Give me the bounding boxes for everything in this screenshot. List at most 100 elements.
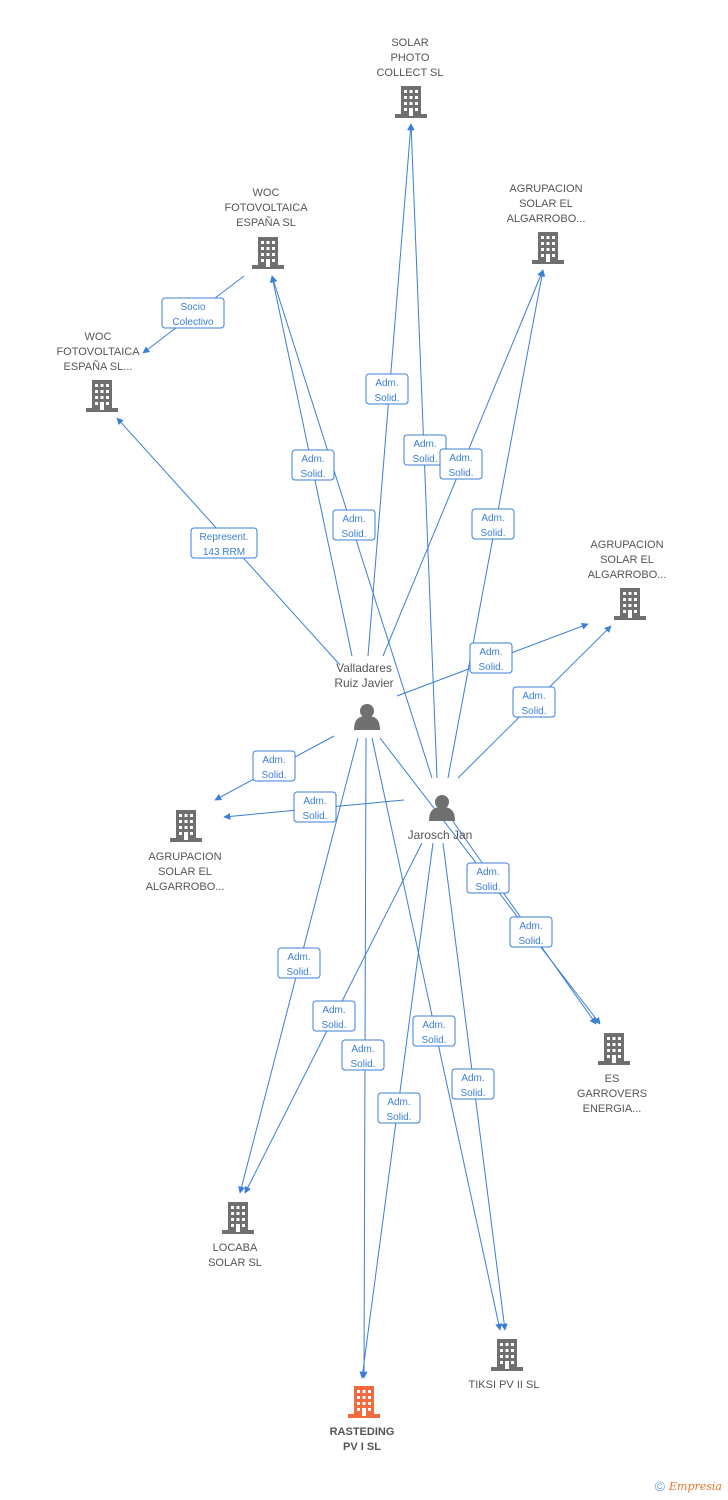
- edge-label-e11[interactable]: Adm.Solid.: [466, 862, 510, 894]
- edge-label-line: 143 RRM: [203, 547, 245, 558]
- person-node-jarosch[interactable]: [429, 795, 455, 821]
- company-node-agr1[interactable]: [532, 232, 564, 264]
- brand-logo[interactable]: Empresia: [669, 1479, 722, 1493]
- edge-label-e9[interactable]: Adm.Solid.: [252, 750, 296, 782]
- edge-label-line: Solid.: [286, 967, 311, 978]
- edge-label-line: Solid.: [448, 468, 473, 479]
- edge-label-e3[interactable]: Adm. Solid.: [439, 448, 483, 480]
- edge-label-line: Solid.: [374, 393, 399, 404]
- edge-label-e15[interactable]: Adm.Solid.: [341, 1039, 385, 1071]
- building-icon: [491, 1339, 523, 1371]
- edge-label-text: Adm.Solid.: [478, 647, 503, 673]
- edge-label-e18[interactable]: Adm.Solid.: [377, 1092, 421, 1124]
- company-node-rasteding[interactable]: [348, 1386, 380, 1418]
- building-icon: [614, 588, 646, 620]
- edge-label-line: Socio: [180, 302, 205, 313]
- building-icon: [348, 1386, 380, 1418]
- edge-label-e16[interactable]: Adm. Solid.: [412, 1015, 456, 1047]
- edge-label-line: Solid.: [521, 706, 546, 717]
- edge-label-text: Represent.143 RRM: [200, 532, 249, 558]
- edge-label-text: Adm.Solid.: [386, 1097, 411, 1123]
- edge-label-line: Solid.: [321, 1020, 346, 1031]
- edge-label-box: [439, 448, 483, 480]
- company-node-es-garrovers[interactable]: [598, 1033, 630, 1065]
- edge-label-line: Adm.: [449, 453, 472, 464]
- company-node-locaba[interactable]: [222, 1202, 254, 1234]
- edge-label-text: Adm.Solid.: [302, 796, 327, 822]
- building-icon: [532, 232, 564, 264]
- building-icon: [395, 86, 427, 118]
- edge-label-e1[interactable]: Adm. Solid.: [365, 373, 409, 405]
- edge-label-box: [161, 297, 225, 329]
- edge-label-text: Adm.Solid.: [321, 1005, 346, 1031]
- edge-label-line: Adm.: [519, 921, 542, 932]
- edge-label-line: Solid.: [475, 882, 500, 893]
- company-label: TIKSI PV II SL: [469, 1379, 540, 1391]
- company-node-agr2[interactable]: [614, 588, 646, 620]
- edge-label-box: [471, 508, 515, 540]
- edge-label-line: Solid.: [341, 529, 366, 540]
- company-node-solar-photo[interactable]: [395, 86, 427, 118]
- edge-label-e17[interactable]: Adm.Solid.: [451, 1068, 495, 1100]
- edge-label-text: Adm. Solid.: [421, 1020, 446, 1046]
- company-node-woc1[interactable]: [252, 237, 284, 269]
- edge-label-line: Adm.: [422, 1020, 445, 1031]
- edge-label-e5[interactable]: Adm. Solid.: [332, 509, 376, 541]
- edge-label-e14[interactable]: Adm.Solid.: [312, 1000, 356, 1032]
- edge-label-line: Solid.: [421, 1035, 446, 1046]
- edge-label-e8[interactable]: Adm. Solid.: [512, 686, 556, 718]
- edge-label-box: [277, 947, 321, 979]
- person-node-valladares[interactable]: [354, 704, 380, 730]
- edge-label-text: Adm.Solid.: [300, 454, 325, 480]
- edge-label-box: [512, 686, 556, 718]
- edge-label-e7[interactable]: Adm.Solid.: [469, 642, 513, 674]
- footer-credit: © Empresia: [655, 1478, 722, 1494]
- company-node-tiksi[interactable]: [491, 1339, 523, 1371]
- edge-label-line: Adm.: [461, 1073, 484, 1084]
- edge-label-e12[interactable]: Adm. Solid.: [509, 916, 553, 948]
- company-node-agr3[interactable]: [170, 810, 202, 842]
- edge-label-line: Solid.: [478, 662, 503, 673]
- edge-label-line: Adm.: [375, 378, 398, 389]
- edge-label-line: Adm.: [262, 755, 285, 766]
- edge-label-text: Adm.Solid.: [261, 755, 286, 781]
- edge-label-line: Adm.: [522, 691, 545, 702]
- edge-label-text: Adm. Solid.: [374, 378, 399, 404]
- edge-label-box: [469, 642, 513, 674]
- edge-label-line: Solid.: [518, 936, 543, 947]
- edge-label-box: [252, 750, 296, 782]
- edge-label-text: Adm. Solid.: [518, 921, 543, 947]
- edge-label-box: [312, 1000, 356, 1032]
- edge-label-line: Solid.: [302, 811, 327, 822]
- building-icon: [252, 237, 284, 269]
- edge-label-e4[interactable]: Adm.Solid.: [291, 449, 335, 481]
- edge-label-box: [293, 791, 337, 823]
- edge-label-e6[interactable]: Adm.Solid.: [471, 508, 515, 540]
- edge-label-e10[interactable]: Adm.Solid.: [293, 791, 337, 823]
- person-icon: [429, 795, 455, 821]
- edge-label-e_repr[interactable]: Represent.143 RRM: [190, 527, 258, 559]
- edge-label-e13[interactable]: Adm.Solid.: [277, 947, 321, 979]
- edge-label-line: Solid.: [386, 1112, 411, 1123]
- edge-label-text: Adm.Solid.: [475, 867, 500, 893]
- company-node-woc2[interactable]: [86, 380, 118, 412]
- edge-label-line: Adm.: [342, 514, 365, 525]
- edge-label-box: [341, 1039, 385, 1071]
- edge-label-line: Solid.: [412, 454, 437, 465]
- edge-label-box: [190, 527, 258, 559]
- edge-label-line: Solid.: [300, 469, 325, 480]
- edge-label-box: [332, 509, 376, 541]
- edge-label-box: [412, 1015, 456, 1047]
